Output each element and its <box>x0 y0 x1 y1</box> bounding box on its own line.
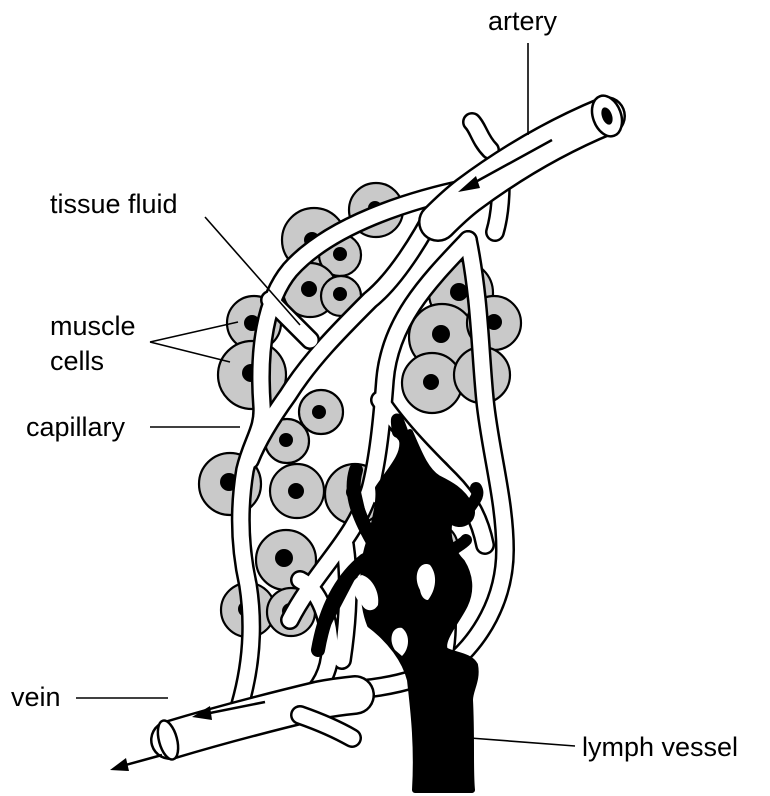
muscle-cells-leader-lower <box>150 342 230 362</box>
muscle-cells-leader-upper <box>150 322 238 342</box>
muscle-cell <box>402 353 462 413</box>
tissue-fluid-label: tissue fluid <box>50 189 178 219</box>
muscle-cells-label-line2: cells <box>50 346 104 376</box>
capillary-label: capillary <box>26 412 126 442</box>
muscle-cell <box>270 464 324 518</box>
vein-flow-arrow-outer <box>110 755 162 771</box>
vein-vessel <box>110 695 355 771</box>
lymph-vessel-leader <box>470 738 575 746</box>
artery-label: artery <box>488 6 558 36</box>
artery-vessel <box>438 91 627 222</box>
labels: artery tissue fluid muscle cells capilla… <box>11 6 738 762</box>
lymph-vessel-label: lymph vessel <box>582 732 738 762</box>
vein-label: vein <box>11 682 61 712</box>
muscle-cells-label-line1: muscle <box>50 311 136 341</box>
